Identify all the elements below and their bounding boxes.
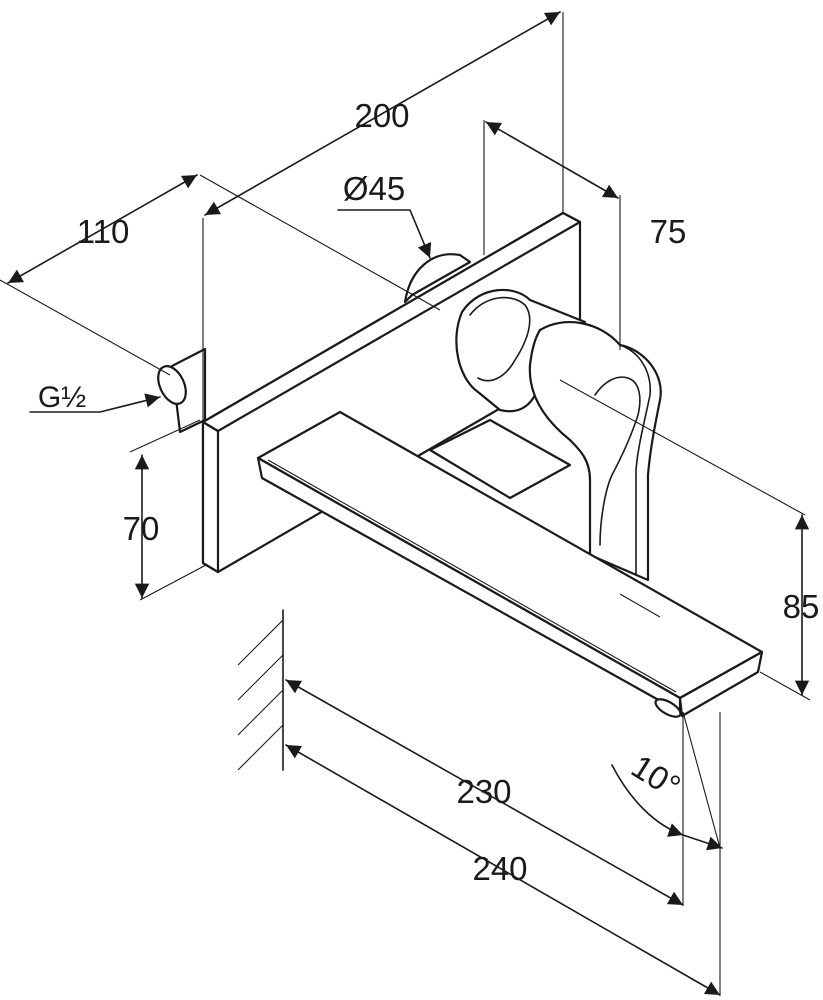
spout-base <box>428 418 572 500</box>
dim-10deg: 10° <box>625 747 687 805</box>
mixer-handle <box>455 288 662 582</box>
dim-g12: G½ <box>38 381 86 414</box>
handle-rosette <box>403 253 472 304</box>
dim-240: 240 <box>472 850 527 887</box>
dim-110: 110 <box>77 213 130 250</box>
dim-230: 230 <box>456 773 511 810</box>
dim-70: 70 <box>123 510 160 547</box>
dim-200: 200 <box>354 97 409 134</box>
dim-d45: Ø45 <box>343 170 405 207</box>
supply-inlet <box>157 347 207 434</box>
wall-symbol <box>237 609 284 771</box>
dim-75: 75 <box>650 213 687 250</box>
dim-85: 85 <box>783 588 820 625</box>
spout <box>256 410 764 718</box>
dimension-lines <box>0 11 811 996</box>
